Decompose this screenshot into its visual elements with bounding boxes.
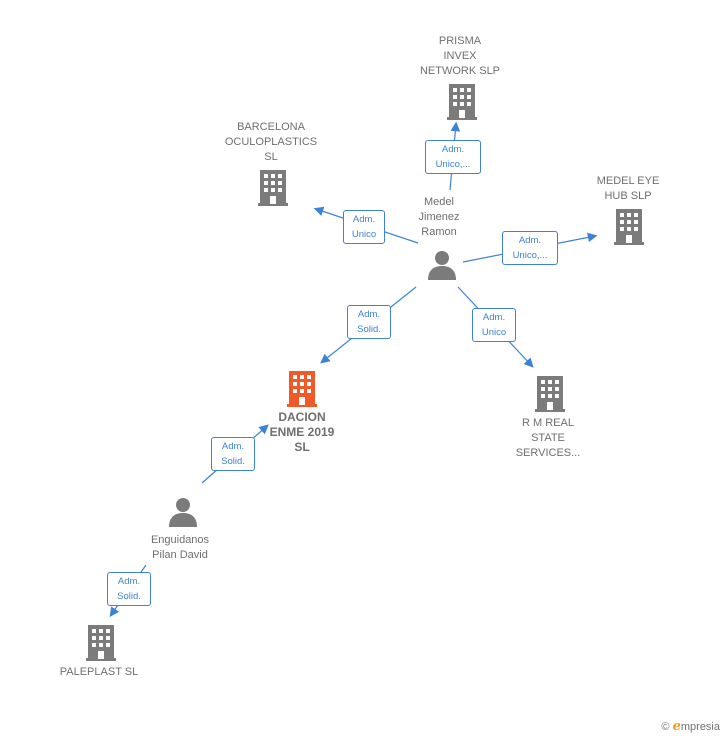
edge-label-to-rm[interactable]: Adm. Unico: [472, 308, 516, 342]
building-icon: [447, 84, 477, 120]
node-prisma-label[interactable]: PRISMA INVEX NETWORK SLP: [419, 35, 501, 77]
node-paleplast-label[interactable]: PALEPLAST SL: [59, 666, 139, 678]
edge-label-engu-to-paleplast[interactable]: Adm. Solid.: [107, 572, 151, 606]
building-icon-highlighted: [287, 371, 317, 407]
brand-name: mpresia: [680, 721, 720, 733]
node-rm-label[interactable]: R M REAL STATE SERVICES...: [515, 417, 581, 459]
copyright-symbol: ©: [661, 721, 670, 733]
building-icon: [86, 625, 116, 661]
person-icon: [169, 498, 197, 527]
node-medel-eye-label[interactable]: MEDEL EYE HUB SLP: [596, 175, 660, 202]
edge-label-to-prisma[interactable]: Adm. Unico,...: [425, 140, 481, 174]
node-medel-person-label[interactable]: Medel Jimenez Ramon: [418, 196, 460, 238]
edge-label-to-medel-eye[interactable]: Adm. Unico,...: [502, 231, 558, 265]
edge-label-to-dacion[interactable]: Adm. Solid.: [347, 305, 391, 339]
brand-watermark: © empresia: [661, 719, 720, 734]
node-barcelona-label[interactable]: BARCELONA OCULOPLASTICS SL: [224, 121, 318, 163]
node-dacion-label[interactable]: DACION ENME 2019 SL: [269, 410, 335, 454]
person-icon: [428, 251, 456, 280]
brand-logo-letter: e: [672, 719, 681, 734]
building-icon: [535, 376, 565, 412]
edge-label-engu-to-dacion[interactable]: Adm. Solid.: [211, 437, 255, 471]
building-icon: [614, 209, 644, 245]
building-icon: [258, 170, 288, 206]
edge-label-to-barcelona[interactable]: Adm. Unico: [343, 210, 385, 244]
node-enguidanos-label[interactable]: Enguidanos Pilan David: [150, 534, 210, 561]
